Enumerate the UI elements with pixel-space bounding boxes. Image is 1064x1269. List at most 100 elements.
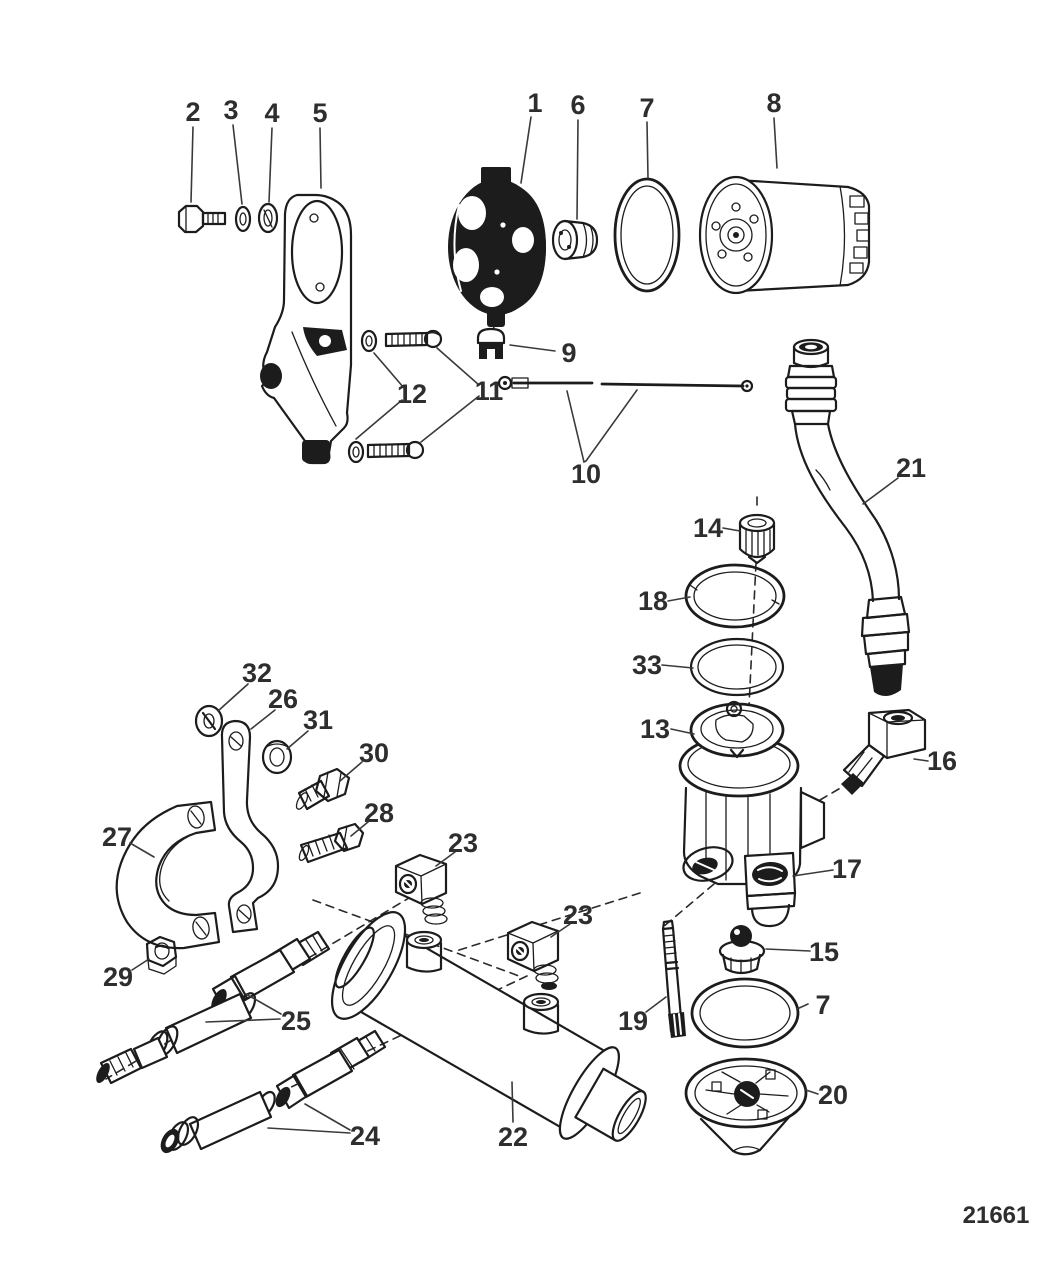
- part-32-washer: [194, 704, 224, 738]
- leader-27: [129, 842, 155, 858]
- leader-4: [268, 127, 273, 203]
- callout-labels: 1 2 3 4 5 6 7 8 9 10 11 12 13 14 15 16 1…: [102, 88, 957, 1152]
- callout-22: 22: [498, 1122, 528, 1152]
- callout-25: 25: [281, 1006, 311, 1036]
- leader-26: [250, 709, 276, 730]
- leader-32: [217, 683, 249, 712]
- callout-7-bottom: 7: [815, 990, 830, 1020]
- part-6-fitting: [551, 219, 599, 261]
- leader-23a: [435, 851, 456, 867]
- leader-18: [667, 596, 691, 602]
- part-2-bolt: [177, 204, 227, 234]
- callout-32: 32: [242, 658, 272, 688]
- leader-21: [862, 477, 899, 505]
- callout-18: 18: [638, 586, 668, 616]
- leader-25: [205, 993, 282, 1023]
- leader-23b: [550, 923, 571, 938]
- part-22-oil-cooler: [330, 911, 647, 1142]
- part-1-pump-cover: [448, 167, 546, 327]
- leader-16: [913, 758, 929, 762]
- leader-6: [576, 119, 579, 220]
- leader-5: [319, 127, 322, 189]
- leader-7-top: [646, 121, 649, 179]
- leader-lines: [129, 116, 929, 1134]
- part-13-adapter-housing: [678, 700, 826, 886]
- part-33-o-ring: [689, 637, 785, 697]
- leader-13: [670, 728, 695, 735]
- callout-12: 12: [397, 379, 427, 409]
- callout-26: 26: [268, 684, 298, 714]
- leader-1: [520, 116, 532, 184]
- part-26-strap-bracket: [220, 719, 280, 934]
- callout-9: 9: [561, 338, 576, 368]
- part-18-o-ring: [684, 563, 786, 629]
- leader-12: [355, 352, 405, 440]
- leader-9: [509, 344, 556, 352]
- callout-7-top: 7: [639, 93, 654, 123]
- part-16-elbow-connector: [841, 708, 927, 795]
- leader-3: [232, 124, 243, 205]
- callout-20: 20: [818, 1080, 848, 1110]
- centerline-17-stud: [662, 883, 715, 928]
- part-8-oil-filter: [698, 175, 871, 295]
- callout-16: 16: [927, 746, 957, 776]
- part-7-o-ring-top: [613, 177, 681, 293]
- part-15-plug: [718, 925, 766, 975]
- leader-33: [661, 664, 694, 669]
- part-3-lockwasher: [234, 205, 252, 233]
- part-10-oil-line: [497, 375, 754, 393]
- callout-1: 1: [527, 88, 542, 118]
- part-11-screws: [366, 329, 443, 460]
- leader-29: [131, 958, 150, 971]
- part-25-hose-assembly: [96, 930, 331, 1085]
- leader-14: [722, 527, 741, 532]
- leader-10: [566, 389, 638, 464]
- callout-27: 27: [102, 822, 132, 852]
- callout-14: 14: [693, 513, 723, 543]
- drawing-number: 21661: [963, 1202, 1030, 1229]
- callout-29: 29: [103, 962, 133, 992]
- leader-11: [420, 347, 480, 443]
- leader-30: [339, 761, 363, 782]
- leader-28: [350, 821, 369, 837]
- leader-17: [792, 869, 834, 877]
- part-17-outlet-fitting: [743, 851, 797, 928]
- callout-17: 17: [832, 854, 862, 884]
- callout-23b: 23: [563, 900, 593, 930]
- centerline-cooler-upper: [455, 892, 641, 952]
- part-14-fitting: [738, 513, 776, 565]
- leader-20: [805, 1089, 819, 1095]
- part-7-o-ring-bottom: [690, 977, 800, 1049]
- callout-13: 13: [640, 714, 670, 744]
- part-30-bolt: [295, 767, 351, 811]
- leader-22: [511, 1081, 514, 1123]
- callout-23a: 23: [448, 828, 478, 858]
- callout-15: 15: [809, 937, 839, 967]
- callout-21: 21: [896, 453, 926, 483]
- callout-31: 31: [303, 705, 333, 735]
- part-24-hose-assembly: [160, 1029, 387, 1154]
- leader-8: [773, 117, 778, 169]
- part-21-oil-hose: [784, 338, 911, 697]
- callout-5: 5: [312, 98, 327, 128]
- part-9-check-valve: [476, 327, 506, 359]
- callout-19: 19: [618, 1006, 648, 1036]
- leader-31: [286, 730, 309, 750]
- callout-28: 28: [364, 798, 394, 828]
- leader-7-bottom: [796, 1003, 809, 1010]
- part-5-mounting-bracket: [260, 193, 353, 465]
- centerline-cooler-cross: [312, 899, 520, 977]
- part-19-stud: [661, 919, 686, 1038]
- leader-15: [765, 948, 811, 952]
- part-28-bolt: [298, 822, 365, 864]
- callout-3: 3: [223, 95, 238, 125]
- leader-19: [645, 996, 667, 1013]
- callout-30: 30: [359, 738, 389, 768]
- callout-8: 8: [766, 88, 781, 118]
- part-12-washers: [347, 329, 378, 464]
- leader-24: [267, 1103, 351, 1134]
- part-23-connector-b: [506, 920, 560, 990]
- callout-6: 6: [570, 90, 585, 120]
